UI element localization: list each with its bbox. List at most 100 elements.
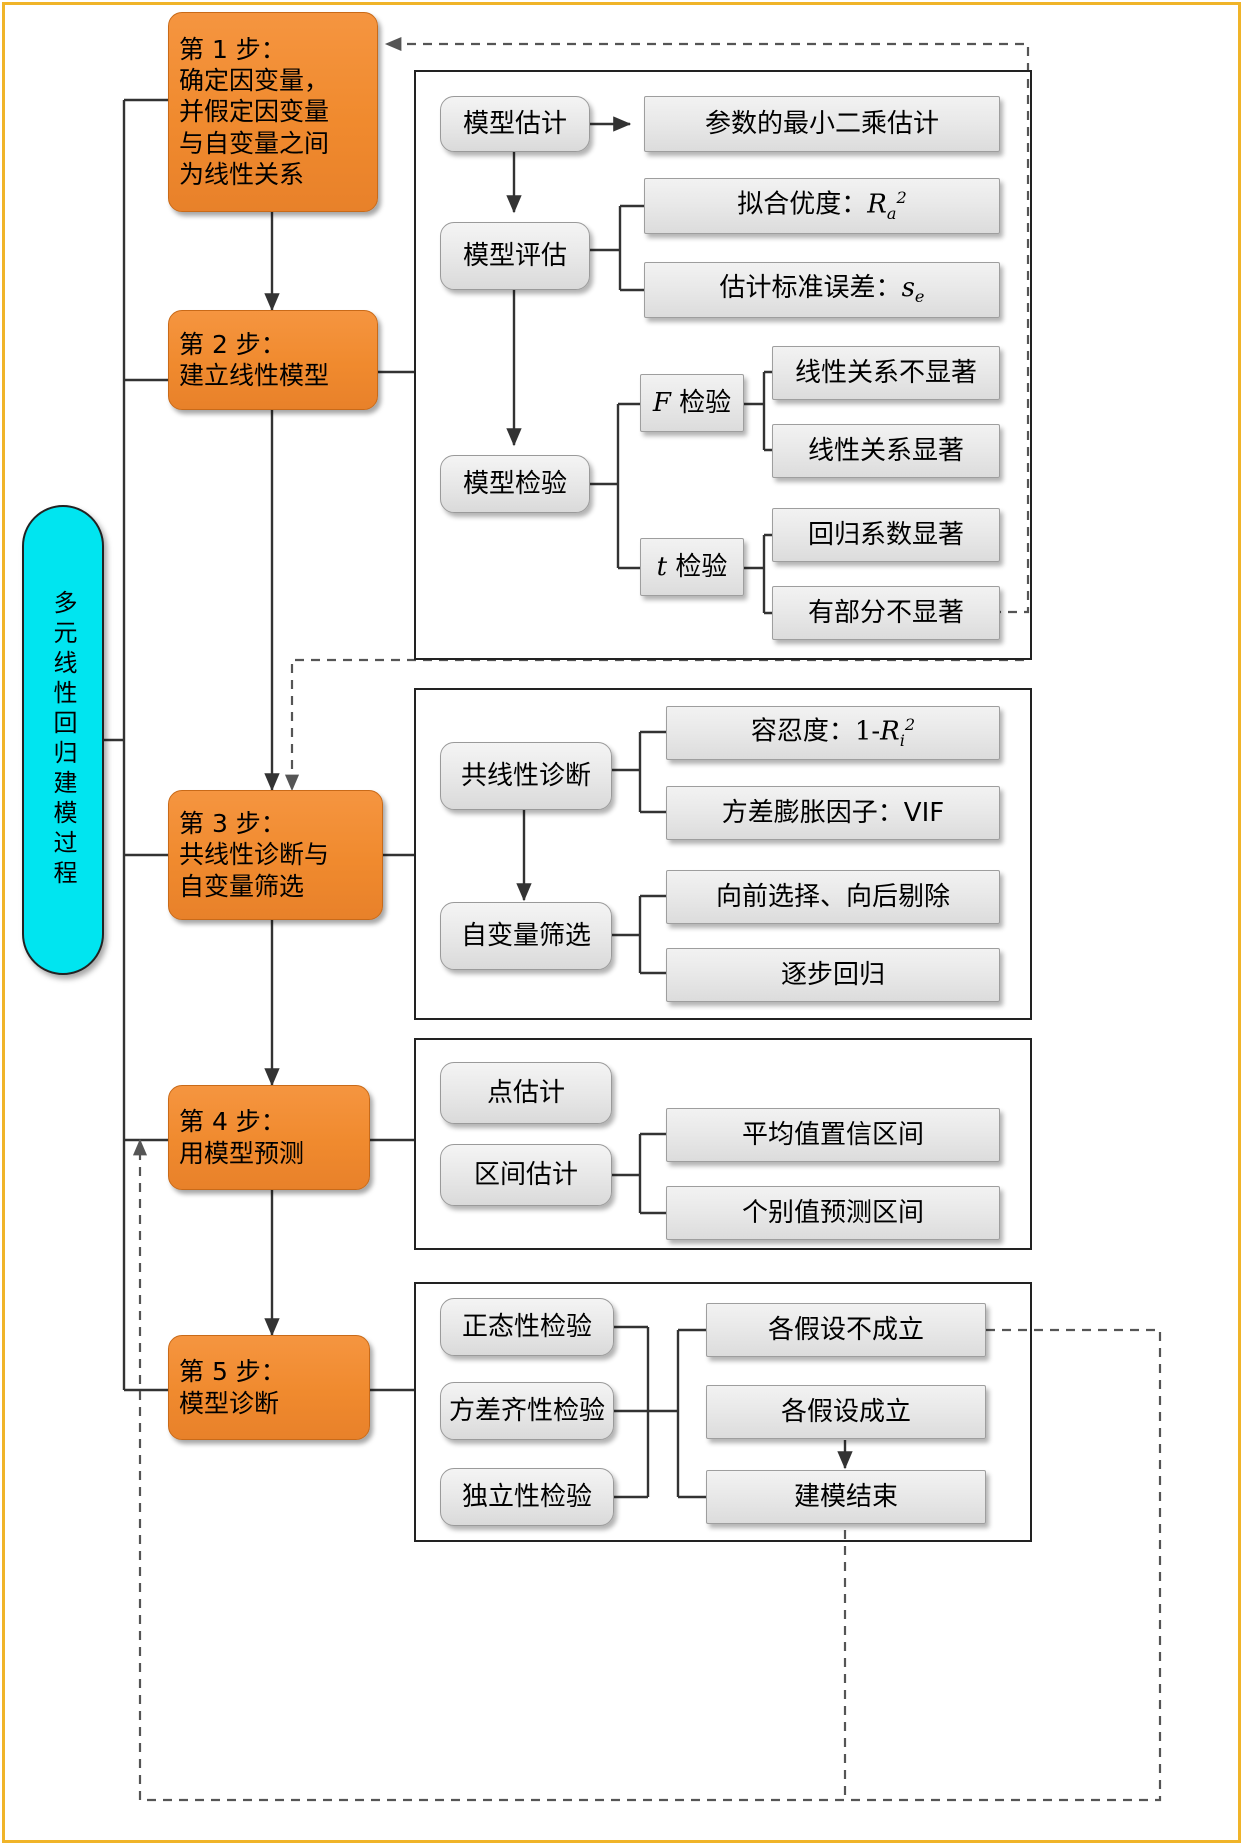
- t-test-label: t 检验: [657, 551, 728, 584]
- f-test-label: F 检验: [653, 387, 731, 420]
- assumptions-hold-leaf[interactable]: 各假设成立: [706, 1385, 986, 1439]
- goodness-subscript: a: [886, 203, 897, 223]
- step-2-text: 第 2 步： 建立线性模型: [169, 329, 377, 392]
- normality-test-node[interactable]: 正态性检验: [440, 1298, 614, 1356]
- step-1-text: 第 1 步： 确定因变量， 并假定因变量 与自变量之间 为线性关系: [169, 34, 377, 190]
- model-evaluate-label: 模型评估: [462, 240, 567, 271]
- step-2-node[interactable]: 第 2 步： 建立线性模型: [168, 310, 378, 410]
- model-test-node[interactable]: 模型检验: [440, 455, 590, 513]
- collinearity-diagnosis-label: 共线性诊断: [460, 760, 591, 791]
- step-4-text: 第 4 步： 用模型预测: [169, 1106, 369, 1169]
- mean-confidence-interval-leaf[interactable]: 平均值置信区间: [666, 1108, 1000, 1162]
- variable-selection-node[interactable]: 自变量筛选: [440, 902, 612, 970]
- tolerance-leaf[interactable]: 容忍度：1-Ri2: [666, 706, 1000, 760]
- independence-test-node[interactable]: 独立性检验: [440, 1468, 614, 1526]
- step-1-line-5: 为线性关系: [179, 159, 305, 189]
- step-1-node[interactable]: 第 1 步： 确定因变量， 并假定因变量 与自变量之间 为线性关系: [168, 12, 378, 212]
- goodness-prefix: 拟合优度：: [737, 189, 868, 220]
- interval-estimate-node[interactable]: 区间估计: [440, 1144, 612, 1206]
- assumptions-hold-label: 各假设成立: [780, 1396, 911, 1427]
- tolerance-prefix: 容忍度：: [750, 716, 855, 747]
- t-partial-leaf[interactable]: 有部分不显著: [772, 586, 1000, 640]
- goodness-superscript: 2: [896, 188, 907, 207]
- diagnosis-group-box: [414, 1282, 1032, 1542]
- finish-label: 建模结束: [793, 1481, 898, 1512]
- t-partial-label: 有部分不显著: [807, 597, 964, 628]
- tolerance-number: 1-: [854, 716, 881, 747]
- se-subscript: e: [914, 287, 925, 307]
- f-not-significant-label: 线性关系不显著: [794, 357, 977, 388]
- step-5-line-2: 模型诊断: [179, 1388, 280, 1418]
- tolerance-subscript: i: [899, 730, 905, 750]
- model-group-box: [414, 70, 1032, 660]
- step-2-line-1: 第 2 步：: [179, 329, 286, 359]
- stepwise-label: 逐步回归: [780, 959, 885, 990]
- ols-label: 参数的最小二乘估计: [704, 108, 939, 139]
- step-3-text: 第 3 步： 共线性诊断与 自变量筛选: [169, 808, 382, 902]
- ols-leaf[interactable]: 参数的最小二乘估计: [644, 96, 1000, 152]
- vif-label: 方差膨胀因子：VIF: [721, 797, 945, 828]
- vif-leaf[interactable]: 方差膨胀因子：VIF: [666, 786, 1000, 840]
- finish-leaf[interactable]: 建模结束: [706, 1470, 986, 1524]
- step-1-line-4: 与自变量之间: [179, 128, 330, 158]
- step-3-line-2: 共线性诊断与: [179, 840, 330, 870]
- point-estimate-node[interactable]: 点估计: [440, 1062, 612, 1124]
- root-label: 多元线性回归建模过程: [49, 590, 77, 890]
- root-node[interactable]: 多元线性回归建模过程: [22, 505, 104, 975]
- assumptions-fail-leaf[interactable]: 各假设不成立: [706, 1303, 986, 1357]
- individual-prediction-interval-label: 个别值预测区间: [741, 1197, 924, 1228]
- f-test-suffix: 检验: [670, 387, 732, 418]
- f-significant-leaf[interactable]: 线性关系显著: [772, 424, 1000, 478]
- step-5-node[interactable]: 第 5 步： 模型诊断: [168, 1335, 370, 1440]
- step-3-node[interactable]: 第 3 步： 共线性诊断与 自变量筛选: [168, 790, 383, 920]
- step-2-line-2: 建立线性模型: [179, 361, 330, 390]
- step-4-node[interactable]: 第 4 步： 用模型预测: [168, 1085, 370, 1190]
- goodness-of-fit-leaf[interactable]: 拟合优度：Ra2: [644, 178, 1000, 234]
- step-4-line-2: 用模型预测: [179, 1138, 305, 1168]
- t-significant-leaf[interactable]: 回归系数显著: [772, 508, 1000, 562]
- model-evaluate-node[interactable]: 模型评估: [440, 222, 590, 290]
- homoscedasticity-test-node[interactable]: 方差齐性检验: [440, 1382, 614, 1440]
- t-significant-label: 回归系数显著: [807, 519, 964, 550]
- independence-test-label: 独立性检验: [461, 1481, 592, 1512]
- step-3-line-3: 自变量筛选: [179, 871, 305, 901]
- model-estimate-label: 模型估计: [462, 108, 567, 139]
- step-5-text: 第 5 步： 模型诊断: [169, 1356, 369, 1419]
- step-4-line-1: 第 4 步：: [179, 1107, 286, 1137]
- step-5-line-1: 第 5 步：: [179, 1357, 286, 1387]
- standard-error-leaf[interactable]: 估计标准误差：se: [644, 262, 1000, 318]
- step-1-line-2: 确定因变量，: [179, 66, 330, 96]
- interval-estimate-label: 区间估计: [473, 1159, 578, 1190]
- step-1-line-3: 并假定因变量: [179, 97, 330, 127]
- stepwise-leaf[interactable]: 逐步回归: [666, 948, 1000, 1002]
- t-test-suffix: 检验: [667, 551, 728, 582]
- point-estimate-label: 点估计: [486, 1077, 565, 1108]
- step-1-line-1: 第 1 步：: [179, 34, 286, 64]
- collinearity-group-box: [414, 688, 1032, 1020]
- tolerance-superscript: 2: [904, 715, 916, 734]
- individual-prediction-interval-leaf[interactable]: 个别值预测区间: [666, 1186, 1000, 1240]
- model-test-label: 模型检验: [462, 468, 567, 499]
- forward-backward-label: 向前选择、向后剔除: [715, 881, 950, 912]
- f-not-significant-leaf[interactable]: 线性关系不显著: [772, 346, 1000, 400]
- forward-backward-leaf[interactable]: 向前选择、向后剔除: [666, 870, 1000, 924]
- homoscedasticity-test-label: 方差齐性检验: [448, 1395, 605, 1426]
- se-prefix: 估计标准误差：: [719, 273, 902, 304]
- goodness-of-fit-label: 拟合优度：Ra2: [737, 188, 906, 224]
- tolerance-label: 容忍度：1-Ri2: [751, 715, 915, 751]
- normality-test-label: 正态性检验: [461, 1311, 592, 1342]
- standard-error-label: 估计标准误差：se: [720, 272, 925, 307]
- step-3-line-1: 第 3 步：: [179, 809, 286, 839]
- variable-selection-label: 自变量筛选: [460, 920, 591, 951]
- tolerance-symbol: R: [880, 716, 900, 747]
- assumptions-fail-label: 各假设不成立: [767, 1314, 924, 1345]
- f-significant-label: 线性关系显著: [807, 435, 964, 466]
- prediction-group-box: [414, 1038, 1032, 1250]
- t-symbol: t: [656, 551, 668, 582]
- f-test-node[interactable]: F 检验: [640, 374, 744, 432]
- t-test-node[interactable]: t 检验: [640, 538, 744, 596]
- model-estimate-node[interactable]: 模型估计: [440, 96, 590, 152]
- collinearity-diagnosis-node[interactable]: 共线性诊断: [440, 742, 612, 810]
